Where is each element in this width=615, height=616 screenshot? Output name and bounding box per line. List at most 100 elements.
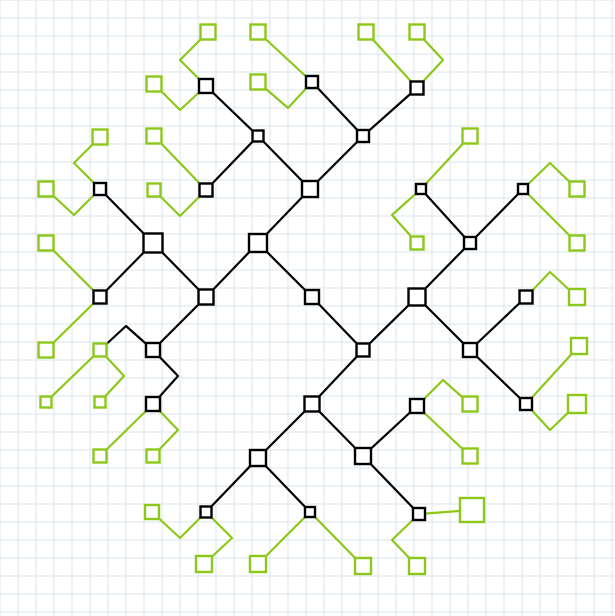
- leaf-edge: [203, 511, 234, 565]
- leaf-node: [145, 448, 161, 464]
- leaf-node: [248, 554, 268, 574]
- tree-edge: [99, 188, 259, 299]
- leaf-edge: [525, 345, 580, 405]
- inner-node: [303, 395, 321, 413]
- leaf-edge: [522, 188, 578, 244]
- leaf-edge: [45, 296, 101, 351]
- leaf-node: [353, 556, 373, 576]
- inner-node: [355, 342, 371, 358]
- inner-node: [409, 80, 425, 96]
- leaf-node: [37, 180, 55, 198]
- tree-nodes: [37, 23, 589, 576]
- tree-edge: [256, 87, 418, 351]
- leaf-node: [567, 287, 587, 307]
- inner-node: [197, 77, 215, 95]
- tree-edge: [420, 188, 471, 244]
- leaf-node: [249, 73, 267, 91]
- leaf-node: [194, 554, 214, 574]
- tree-edges: [45, 31, 580, 567]
- leaf-edge: [365, 31, 418, 89]
- inner-node: [461, 341, 479, 359]
- inner-node: [247, 232, 269, 254]
- inner-node: [353, 446, 373, 466]
- leaf-node: [145, 127, 163, 145]
- inner-node: [518, 289, 534, 305]
- leaf-node: [91, 128, 109, 146]
- leaf-node: [461, 395, 479, 413]
- leaf-node: [145, 75, 163, 93]
- leaf-edge: [152, 403, 180, 457]
- inner-node: [355, 128, 371, 144]
- inner-node: [92, 181, 108, 197]
- leaf-edge: [416, 378, 471, 407]
- leaf-node: [357, 23, 375, 41]
- leaf-node: [92, 448, 108, 464]
- inner-node: [197, 288, 215, 306]
- leaf-node: [37, 341, 55, 359]
- leaf-edge: [45, 349, 101, 403]
- leaf-node: [568, 234, 586, 252]
- leaf-node: [249, 23, 267, 41]
- leaf-edge: [45, 188, 101, 217]
- tree-edge: [362, 455, 420, 515]
- inner-node: [516, 182, 530, 196]
- inner-node: [248, 448, 268, 468]
- inner-node: [300, 179, 320, 199]
- leaf-node: [458, 496, 486, 524]
- inner-node: [144, 341, 162, 359]
- leaf-edge: [45, 242, 101, 298]
- tree-edge: [205, 135, 259, 191]
- inner-node: [414, 182, 428, 196]
- tree-edge: [311, 81, 364, 137]
- leaf-node: [409, 235, 425, 251]
- leaf-edge: [257, 31, 313, 83]
- leaf-node: [146, 182, 162, 198]
- inner-node: [303, 505, 317, 519]
- leaf-edge: [390, 188, 422, 244]
- leaf-edge: [420, 135, 471, 190]
- inner-node: [142, 232, 164, 254]
- leaf-edge: [257, 81, 313, 110]
- leaf-node: [92, 342, 108, 358]
- inner-node: [408, 397, 426, 415]
- leaf-edge: [178, 31, 209, 87]
- inner-node: [304, 74, 320, 90]
- inner-node: [303, 288, 321, 306]
- leaf-edge: [99, 349, 126, 403]
- inner-node: [411, 506, 427, 522]
- leaf-node: [93, 395, 107, 409]
- leaf-edge: [416, 31, 445, 89]
- tree-edge: [205, 349, 364, 513]
- leaf-node: [408, 23, 426, 41]
- leaf-node: [37, 234, 55, 252]
- leaf-node: [461, 127, 479, 145]
- leaf-node: [199, 23, 217, 41]
- leaf-edge: [153, 135, 207, 191]
- leaf-node: [569, 336, 589, 356]
- inner-node: [198, 182, 214, 198]
- leaf-edge: [522, 161, 578, 190]
- tree-edge: [362, 188, 524, 351]
- inner-node: [92, 289, 108, 305]
- tree-edge: [469, 296, 527, 351]
- leaf-edge: [153, 189, 207, 218]
- leaf-node: [39, 395, 53, 409]
- leaf-edge: [416, 405, 471, 457]
- inner-node: [144, 395, 162, 413]
- leaf-node: [566, 393, 588, 415]
- inner-node: [518, 396, 534, 412]
- leaf-node: [461, 447, 479, 465]
- leaf-edge: [151, 511, 207, 540]
- inner-node: [199, 505, 213, 519]
- leaf-node: [143, 503, 161, 521]
- inner-node: [462, 235, 478, 251]
- leaf-node: [568, 180, 586, 198]
- leaf-node: [407, 556, 427, 576]
- tree-edge: [152, 349, 180, 405]
- inner-node: [251, 129, 265, 143]
- inner-node: [407, 287, 427, 307]
- tree-edge: [99, 296, 207, 352]
- leaf-edge: [99, 403, 154, 457]
